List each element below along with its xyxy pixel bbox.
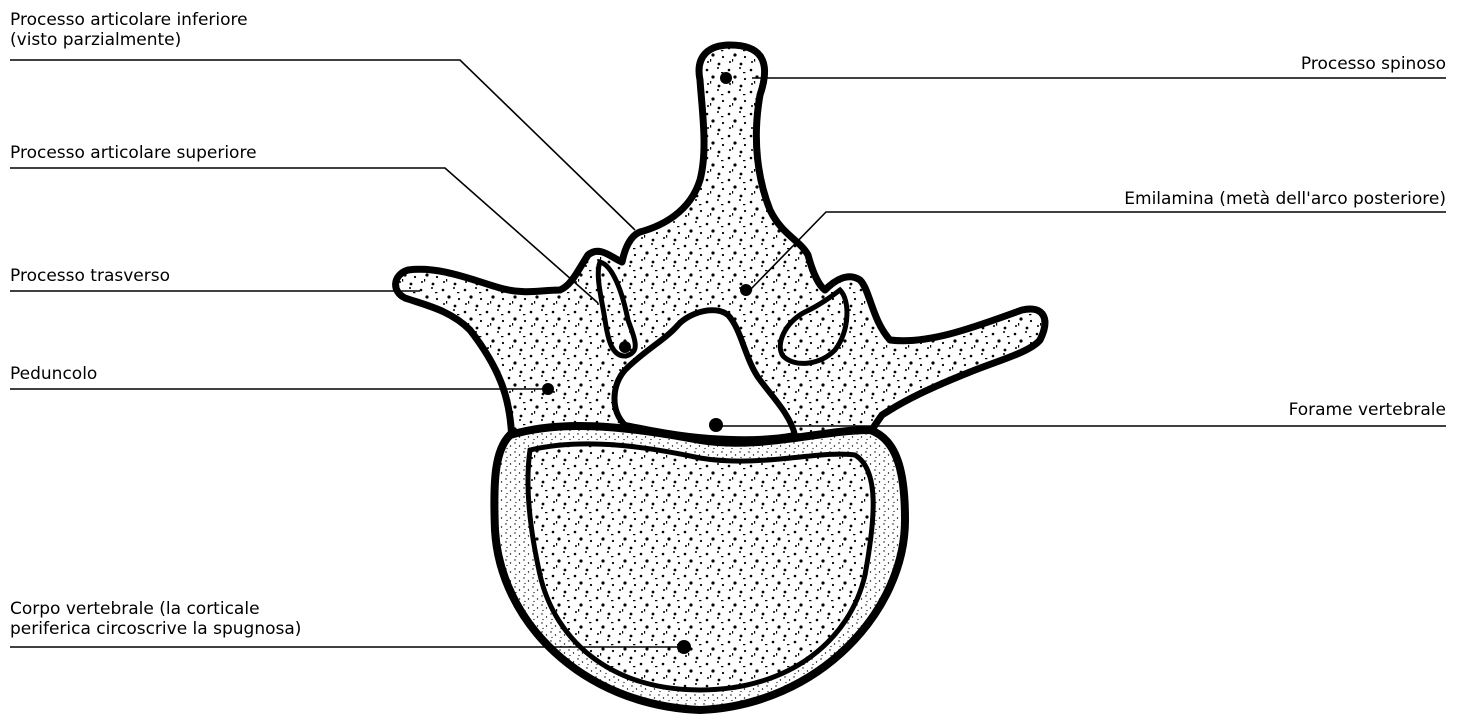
dot-inferiore xyxy=(619,341,631,353)
dot-corpo xyxy=(677,640,691,654)
label-peduncolo: Peduncolo xyxy=(10,364,97,384)
label-processo-spinoso: Processo spinoso xyxy=(1301,54,1446,74)
dot-emilamina xyxy=(740,284,752,296)
label-corpo-vertebrale-line1: Corpo vertebrale (la corticale xyxy=(10,599,301,619)
label-processo-articolare-inferiore-line1: Processo articolare inferiore xyxy=(10,10,248,30)
label-emilamina: Emilamina (metà dell'arco posteriore) xyxy=(1124,189,1446,209)
label-processo-trasverso: Processo trasverso xyxy=(10,266,170,286)
label-corpo-vertebrale-line2: periferica circoscrive la spugnosa) xyxy=(10,619,301,639)
label-processo-articolare-superiore: Processo articolare superiore xyxy=(10,143,257,163)
dot-peduncolo xyxy=(542,383,554,395)
dot-spinoso xyxy=(720,72,732,84)
dot-forame xyxy=(709,418,723,432)
label-processo-articolare-inferiore-line2: (visto parzialmente) xyxy=(10,30,248,50)
label-corpo-vertebrale: Corpo vertebrale (la corticale periferic… xyxy=(10,599,301,639)
label-processo-articolare-inferiore: Processo articolare inferiore (visto par… xyxy=(10,10,248,50)
label-forame-vertebrale: Forame vertebrale xyxy=(1289,400,1446,420)
